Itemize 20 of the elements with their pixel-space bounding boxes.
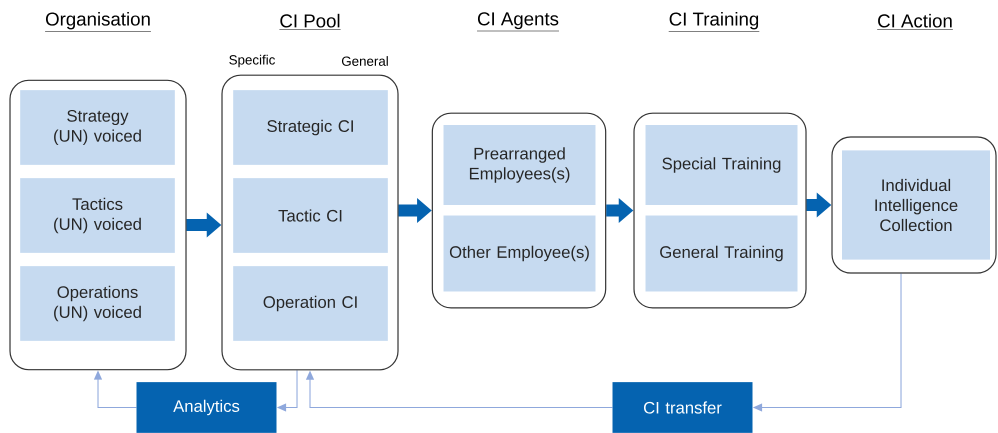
column-heading: CI Action bbox=[876, 14, 954, 30]
item-box: Tactic CI bbox=[233, 178, 388, 253]
axis-label: Specific bbox=[229, 54, 275, 68]
item-box: Special Training bbox=[646, 125, 798, 205]
action-box: CI transfer bbox=[612, 382, 752, 433]
item-box: Individual Intelligence Collection bbox=[842, 150, 990, 260]
item-box: General Training bbox=[646, 216, 798, 292]
action-box: Analytics bbox=[136, 382, 276, 433]
column-heading: CI Agents bbox=[476, 12, 560, 32]
item-box: Tactics (UN) voiced bbox=[20, 178, 175, 253]
column-heading: Organisation bbox=[44, 12, 152, 32]
item-box: Prearranged Employees(s) bbox=[444, 125, 596, 205]
axis-label: General bbox=[342, 56, 388, 66]
column-heading: CI Training bbox=[668, 12, 760, 32]
item-box: Other Employee(s) bbox=[444, 216, 596, 292]
item-box: Strategic CI bbox=[233, 90, 388, 165]
item-box: Operations (UN) voiced bbox=[20, 266, 175, 341]
column-heading: CI Pool bbox=[279, 14, 341, 30]
item-box: Operation CI bbox=[233, 266, 388, 341]
item-box: Strategy (UN) voiced bbox=[20, 90, 175, 165]
